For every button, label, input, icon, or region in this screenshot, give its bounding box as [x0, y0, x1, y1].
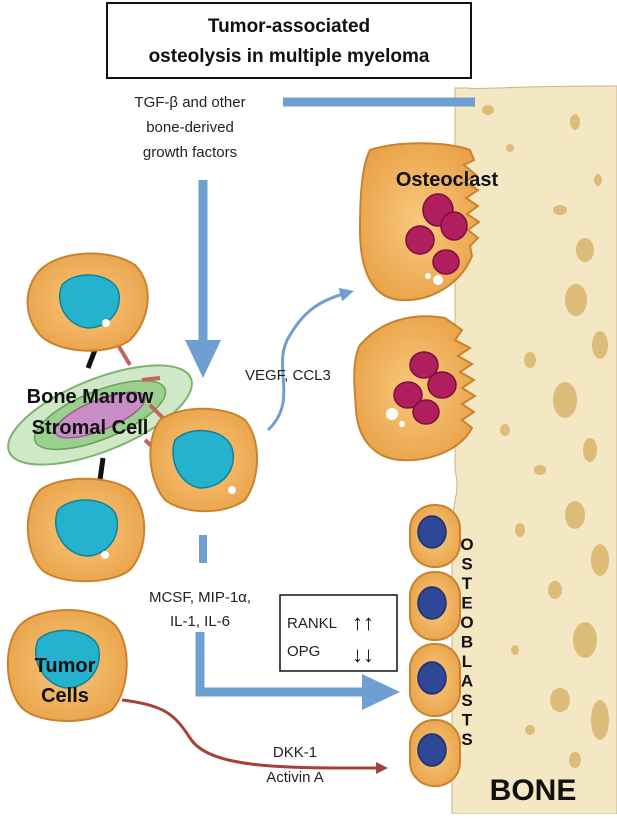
stromal-cell: [7, 364, 193, 466]
tumor-cell: [149, 407, 258, 513]
stromal-cell-label-line-2: Stromal Cell: [32, 417, 149, 439]
osteoblasts-letter: T: [462, 574, 473, 593]
rankl-label: RANKL: [287, 615, 337, 632]
rankl-up-arrows: ↑↑: [352, 610, 374, 635]
tgf-label-line-1: TGF-β and other: [134, 94, 245, 111]
osteoblasts-letter: A: [461, 672, 473, 691]
vegf-label: VEGF, CCL3: [245, 367, 331, 384]
arrow-tumor-to-osteoblasts: [121, 698, 388, 775]
opg-down-arrows: ↓↓: [352, 642, 374, 667]
osteoblast-column: [409, 504, 461, 787]
dkk-label: DKK-1 Activin A: [266, 744, 324, 786]
rankl-opg-box: RANKL OPG ↑↑ ↓↓: [279, 594, 398, 672]
tgf-label-line-3: growth factors: [143, 144, 237, 161]
dkk-label-line-1: DKK-1: [273, 744, 317, 761]
osteoclast-label: Osteoclast: [396, 169, 499, 191]
osteoblast-cell: [409, 643, 461, 717]
tumor-cells-label-line-2: Cells: [41, 685, 89, 707]
title-box: Tumor-associated osteolysis in multiple …: [106, 2, 472, 79]
tumor-cell: [6, 609, 128, 722]
bone-label: BONE: [490, 774, 577, 807]
tumor-cell: [26, 477, 146, 583]
osteoblast-cell: [409, 571, 461, 641]
stromal-cell-label-line-1: Bone Marrow: [27, 386, 154, 408]
tumor-cell: [26, 252, 149, 352]
mcsf-label-line-2: IL-1, IL-6: [170, 613, 230, 630]
tgf-label: TGF-β and other bone-derived growth fact…: [134, 94, 245, 161]
osteoblasts-letter: S: [461, 691, 472, 710]
arrow-vegf-to-osteoclast: [266, 287, 354, 432]
title-line-2: osteolysis in multiple myeloma: [149, 46, 430, 67]
osteoblasts-letter: L: [462, 652, 472, 671]
osteoblast-cell: [409, 504, 461, 568]
arrow-to-osteoblasts: [195, 632, 400, 710]
opg-label: OPG: [287, 643, 320, 660]
dkk-label-line-2: Activin A: [266, 769, 324, 786]
tumor-cells-label: Tumor Cells: [35, 655, 96, 707]
osteoblast-cell: [409, 719, 461, 787]
title-line-1: Tumor-associated: [208, 16, 370, 37]
osteoblasts-letter: E: [461, 594, 472, 613]
osteoblasts-letter: S: [461, 730, 472, 749]
osteoblasts-letter: O: [460, 535, 473, 554]
arrow-tgf-down: [185, 180, 221, 378]
tumor-cells-label-line-1: Tumor: [35, 655, 96, 677]
osteoblasts-letter: S: [461, 555, 472, 574]
bone-region: [451, 85, 617, 815]
osteoblasts-letter: B: [461, 633, 473, 652]
mcsf-label: MCSF, MIP-1α, IL-1, IL-6: [149, 589, 251, 630]
osteoclast-bottom: [353, 315, 477, 462]
stromal-cell-label: Bone Marrow Stromal Cell: [27, 386, 154, 439]
mcsf-label-line-1: MCSF, MIP-1α,: [149, 589, 251, 606]
tgf-label-line-2: bone-derived: [146, 119, 234, 136]
osteoblasts-letter: T: [462, 711, 473, 730]
bone-pores: [482, 105, 609, 768]
osteoclast-top: [358, 142, 481, 302]
osteoblasts-letter: O: [460, 613, 473, 632]
